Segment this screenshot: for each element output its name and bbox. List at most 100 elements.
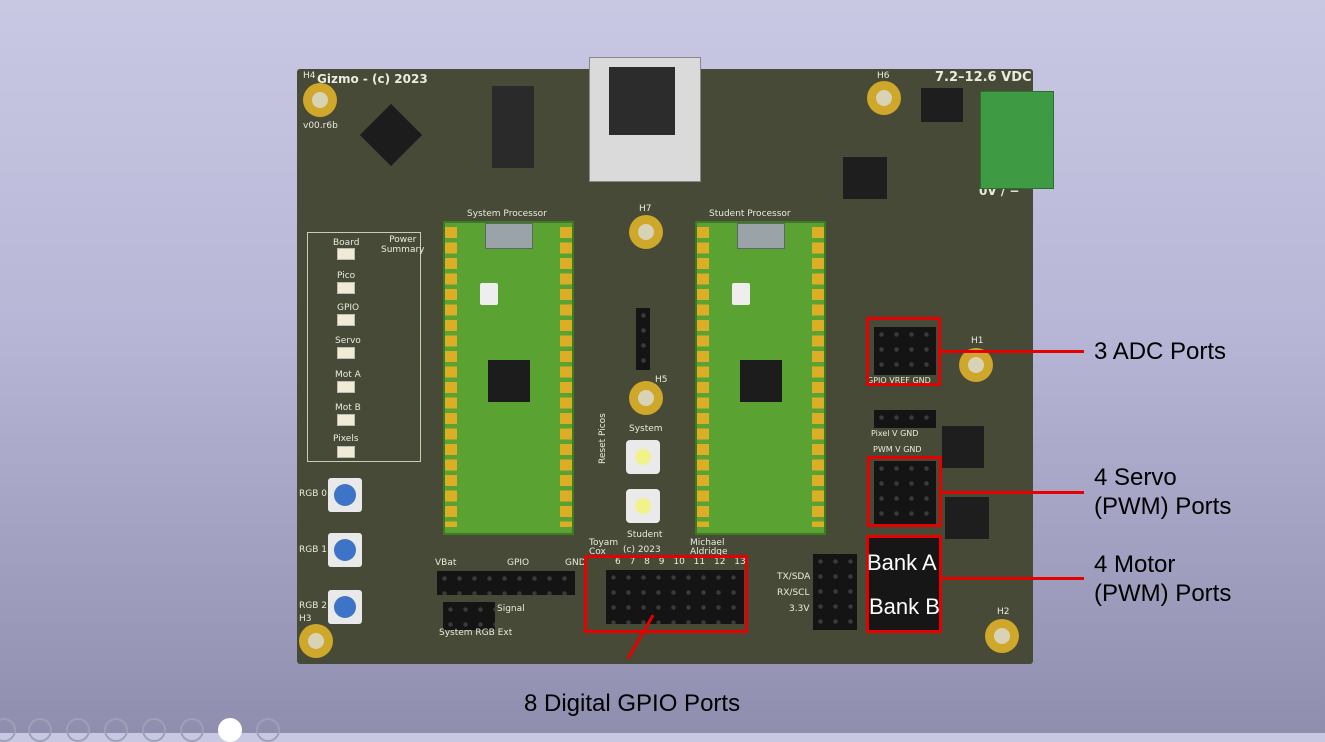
copyright-label: (c) 2023 — [623, 545, 661, 555]
rp2040-chip — [740, 360, 782, 402]
more-icon[interactable] — [256, 718, 280, 742]
next-icon[interactable] — [28, 718, 52, 742]
servo-callout-box — [867, 456, 942, 527]
pico-pins-right — [560, 227, 572, 527]
gnd-label: GND — [565, 558, 586, 568]
hole-label-h3: H3 — [299, 614, 312, 624]
rgb-led-0 — [328, 478, 362, 512]
motor-callout-label: 4 Motor (PWM) Ports — [1094, 551, 1232, 607]
power-summary-box — [307, 232, 421, 462]
servo-callout-label: 4 Servo (PWM) Ports — [1094, 464, 1232, 520]
servo-callout-line — [942, 491, 1084, 494]
motor-bank-connector — [869, 537, 939, 633]
pixel-header-label: Pixel V GND — [871, 429, 919, 438]
hole-label-h2: H2 — [997, 607, 1010, 617]
screen-icon[interactable] — [180, 718, 204, 742]
microcontroller-chip — [359, 103, 423, 167]
system-pico — [443, 221, 574, 535]
led-label-servo: Servo — [335, 336, 361, 346]
motor-callout-line — [942, 577, 1084, 580]
ethernet-port-opening — [609, 67, 675, 135]
rgb-led-2 — [328, 590, 362, 624]
usb-connector — [737, 223, 785, 249]
camera-icon[interactable] — [218, 718, 242, 742]
voltage-label: 7.2–12.6 VDC — [935, 70, 1032, 85]
signal-label: Signal — [497, 604, 525, 614]
led-label-pixels: Pixels — [333, 434, 359, 444]
usb-connector — [485, 223, 533, 249]
pcb-board: Gizmo - (c) 2023 v00.r6b 7.2–12.6 VDC 0V… — [297, 57, 1054, 664]
hole-label-h1: H1 — [971, 336, 984, 346]
led-servo — [337, 347, 355, 359]
j25-header — [636, 308, 650, 370]
gpio-label: GPIO — [507, 558, 530, 568]
regulator-u3 — [942, 426, 984, 468]
system-processor-label: System Processor — [467, 209, 547, 219]
led-pixels — [337, 446, 355, 458]
student-reset-label: Student — [627, 530, 663, 540]
rgb-label-1: RGB 1 — [299, 545, 327, 555]
bootsel-button — [480, 283, 498, 305]
led-label-gpio: GPIO — [337, 303, 360, 313]
pico-pins-right — [812, 227, 824, 527]
mounting-hole-h3 — [299, 624, 333, 658]
v33-label: 3.3V — [789, 604, 810, 614]
rx-scl-label: RX/SCL — [777, 588, 810, 598]
zoom-icon[interactable] — [142, 718, 166, 742]
led-pico — [337, 282, 355, 294]
power-terminal-block — [980, 91, 1054, 189]
ic-chip — [492, 86, 534, 168]
rgb-ext-header — [443, 602, 495, 630]
mounting-hole-h2 — [985, 619, 1019, 653]
pico-pins-left — [697, 227, 709, 527]
gpio-callout-label: 8 Digital GPIO Ports — [524, 690, 741, 717]
system-rgb-ext-label: System RGB Ext — [439, 628, 513, 638]
grid-icon[interactable] — [104, 718, 128, 742]
led-label-pico: Pico — [337, 271, 356, 281]
adc-callout-line — [941, 350, 1084, 353]
bootsel-button — [732, 283, 750, 305]
rp2040-chip — [488, 360, 530, 402]
bank-a-label: Bank A — [867, 550, 937, 575]
adc-header — [874, 327, 936, 375]
pico-pins-left — [445, 227, 457, 527]
led-label-mot-a: Mot A — [335, 370, 361, 380]
motor-callout-box — [866, 535, 942, 633]
mounting-hole-h5 — [629, 381, 663, 415]
board-version: v00.r6b — [303, 121, 338, 131]
mounting-hole-h1 — [959, 348, 993, 382]
vbat-label: VBat — [435, 558, 457, 568]
hole-label-h4: H4 — [303, 71, 316, 81]
author-2-label: Michael Aldridge — [690, 538, 728, 557]
regulator-u2 — [843, 157, 887, 199]
rgb-label-0: RGB 0 — [299, 489, 327, 499]
hole-label-h7: H7 — [639, 204, 652, 214]
regulator-u8 — [945, 497, 989, 539]
uart-i2c-header — [813, 554, 857, 630]
system-reset-label: System — [629, 424, 663, 434]
reset-button-system — [626, 440, 660, 474]
servo-header-label: PWM V GND — [873, 445, 922, 454]
reset-button-student — [626, 489, 660, 523]
pen-icon[interactable] — [66, 718, 90, 742]
author-1-label: Toyam Cox — [589, 538, 619, 557]
led-label-board: Board — [333, 238, 360, 248]
led-gpio — [337, 314, 355, 326]
adc-callout-label: 3 ADC Ports — [1094, 338, 1227, 365]
board-title: Gizmo - (c) 2023 — [317, 72, 428, 86]
hole-label-h6: H6 — [877, 71, 890, 81]
led-label-mot-b: Mot B — [335, 403, 361, 413]
student-processor-label: Student Processor — [709, 209, 791, 219]
vbat-gpio-header — [437, 571, 575, 595]
reset-picos-label: Reset Picos — [598, 413, 608, 464]
tx-sda-label: TX/SDA — [777, 572, 811, 582]
led-board — [337, 248, 355, 260]
led-mot-b — [337, 414, 355, 426]
prev-icon[interactable] — [0, 718, 16, 742]
mounting-hole-h6 — [867, 81, 901, 115]
digital-gpio-header — [606, 570, 744, 624]
rgb-label-2: RGB 2 — [299, 601, 327, 611]
rgb-led-1 — [328, 533, 362, 567]
led-mot-a — [337, 381, 355, 393]
pixel-header — [874, 410, 936, 428]
